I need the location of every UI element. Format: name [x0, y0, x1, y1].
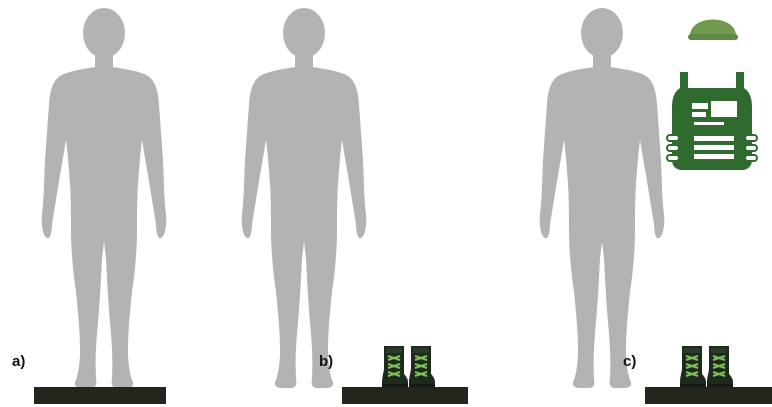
panel-label-c: c) [623, 353, 636, 370]
body-armor-vest-icon [667, 72, 757, 170]
boots-icon [680, 346, 733, 388]
panel-label-b: b) [319, 353, 333, 370]
platform-c [645, 387, 772, 404]
panel-a: a) [0, 0, 257, 407]
figure-c [514, 0, 772, 407]
panel-label-a: a) [12, 353, 25, 370]
figure-a [0, 0, 257, 407]
boots-icon [382, 346, 435, 388]
panel-b: b) [257, 0, 514, 407]
platform-b [342, 387, 468, 404]
figure-b [257, 0, 514, 407]
helmet-icon [688, 20, 738, 41]
platform-a [34, 387, 166, 404]
panel-c: c) [514, 0, 771, 407]
